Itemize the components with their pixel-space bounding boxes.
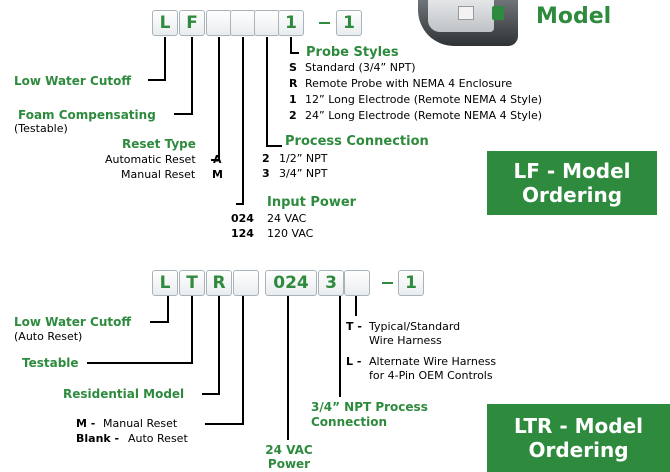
ltr-part-number: L T R 024 3 1 xyxy=(152,270,424,297)
lf-reset-manual-code: M xyxy=(212,168,223,181)
ltr-box-3: R xyxy=(206,270,232,296)
ltr-harness-t-line2: Wire Harness xyxy=(369,334,442,347)
lf-part-number: L F 1 1 xyxy=(152,10,412,37)
ltr-reset-m-code: M - xyxy=(76,417,96,430)
lf-box-1: L xyxy=(152,10,178,36)
lf-process-text: 1/2” NPT xyxy=(279,152,328,165)
ltr-box-5: 024 xyxy=(265,270,317,296)
lf-box-6: 1 xyxy=(278,10,304,36)
ltr-box-6: 3 xyxy=(318,270,344,296)
ltr-banner-line1: LTR - Model xyxy=(513,414,644,438)
lf-banner-line2: Ordering xyxy=(521,183,623,207)
device-photo xyxy=(418,0,518,46)
lf-reset-auto-label: Automatic Reset xyxy=(105,153,196,166)
lf-line-foam xyxy=(174,37,193,115)
ltr-harness-l-line1: Alternate Wire Harness xyxy=(369,355,497,368)
lf-box-5 xyxy=(254,10,280,36)
ltr-box-2: T xyxy=(179,270,205,296)
lf-box-7: 1 xyxy=(336,10,362,36)
ltr-npt-label: 3/4” NPT Process Connection xyxy=(311,400,428,430)
lf-probe-code: 1 xyxy=(289,93,297,106)
lf-line-reset xyxy=(211,37,220,161)
ltr-box-7 xyxy=(344,270,370,296)
lf-line-probe xyxy=(290,37,299,54)
ltr-banner-line2: Ordering xyxy=(528,438,629,462)
ltr-box-1: L xyxy=(152,270,178,296)
ltr-harness-l-code: L - xyxy=(346,355,362,368)
ltr-power-label: 24 VAC Power xyxy=(249,443,329,471)
ltr-line-low-water xyxy=(150,296,169,323)
model-heading: Model xyxy=(536,4,612,29)
ltr-reset-b-text: Auto Reset xyxy=(128,432,188,445)
lf-probe-text: 24” Long Electrode (Remote NEMA 4 Style) xyxy=(305,109,543,122)
lf-power-text: 24 VAC xyxy=(267,212,307,225)
lf-probe-text: 12” Long Electrode (Remote NEMA 4 Style) xyxy=(305,93,543,106)
ltr-harness-l-line2: for 4-Pin OEM Controls xyxy=(369,369,493,382)
ltr-ordering-banner: LTR - Model Ordering xyxy=(487,404,670,472)
lf-power-code: 124 xyxy=(231,227,254,240)
lf-probe-text: Remote Probe with NEMA 4 Enclosure xyxy=(305,77,513,90)
lf-process-text: 3/4” NPT xyxy=(279,167,328,180)
ltr-low-water-sub: (Auto Reset) xyxy=(14,330,83,343)
lf-process-code: 2 xyxy=(262,152,270,165)
ltr-testable-label: Testable xyxy=(22,356,79,370)
lf-line-process xyxy=(266,37,282,147)
lf-box-3 xyxy=(206,10,232,36)
lf-box-2: F xyxy=(179,10,205,36)
lf-power-title: Input Power xyxy=(267,195,357,210)
lf-box-4 xyxy=(230,10,256,36)
ltr-box-4 xyxy=(233,270,259,296)
ltr-line-testable xyxy=(87,296,193,364)
device-window-icon xyxy=(458,6,474,20)
lf-probe-code: 2 xyxy=(289,109,297,122)
lf-low-water-label: Low Water Cutoff xyxy=(14,74,132,88)
lf-reset-title: Reset Type xyxy=(122,137,196,151)
lf-foam-label: Foam Compensating xyxy=(18,108,156,122)
ltr-low-water-label: Low Water Cutoff xyxy=(14,315,132,329)
lf-ordering-banner: LF - Model Ordering xyxy=(487,151,657,215)
lf-line-power xyxy=(236,37,244,205)
ltr-harness-t-line1: Typical/Standard xyxy=(369,320,461,333)
lf-reset-auto-code: A xyxy=(213,153,222,166)
device-logo-icon xyxy=(492,6,504,20)
lf-probe-text: Standard (3/4” NPT) xyxy=(305,61,416,74)
lf-power-code: 024 xyxy=(231,212,254,225)
lf-dash xyxy=(319,22,330,24)
lf-foam-sub: (Testable) xyxy=(14,122,68,135)
lf-probe-code: S xyxy=(289,61,297,74)
lf-reset-manual-label: Manual Reset xyxy=(121,168,196,181)
ltr-reset-b-code: Blank - xyxy=(76,432,120,445)
lf-probe-title: Probe Styles xyxy=(306,45,399,60)
ltr-line-residential xyxy=(202,296,220,395)
ltr-npt-line2: Connection xyxy=(311,415,388,429)
ltr-power-line1: 24 VAC xyxy=(265,443,313,457)
ltr-harness-t-code: T - xyxy=(346,320,362,333)
lf-line-low-water xyxy=(148,37,166,81)
lf-process-title: Process Connection xyxy=(285,134,429,149)
ltr-power-line2: Power xyxy=(267,457,311,471)
lf-power-text: 120 VAC xyxy=(267,227,314,240)
ltr-box-8: 1 xyxy=(398,270,424,296)
ltr-line-reset xyxy=(205,296,244,425)
ltr-reset-m-text: Manual Reset xyxy=(103,417,178,430)
ltr-dash xyxy=(382,282,393,284)
lf-process-code: 3 xyxy=(262,167,270,180)
ltr-residential-label: Residential Model xyxy=(63,387,185,401)
lf-banner-line1: LF - Model xyxy=(513,159,631,183)
ltr-npt-line1: 3/4” NPT Process xyxy=(311,400,428,414)
lf-probe-code: R xyxy=(289,77,298,90)
